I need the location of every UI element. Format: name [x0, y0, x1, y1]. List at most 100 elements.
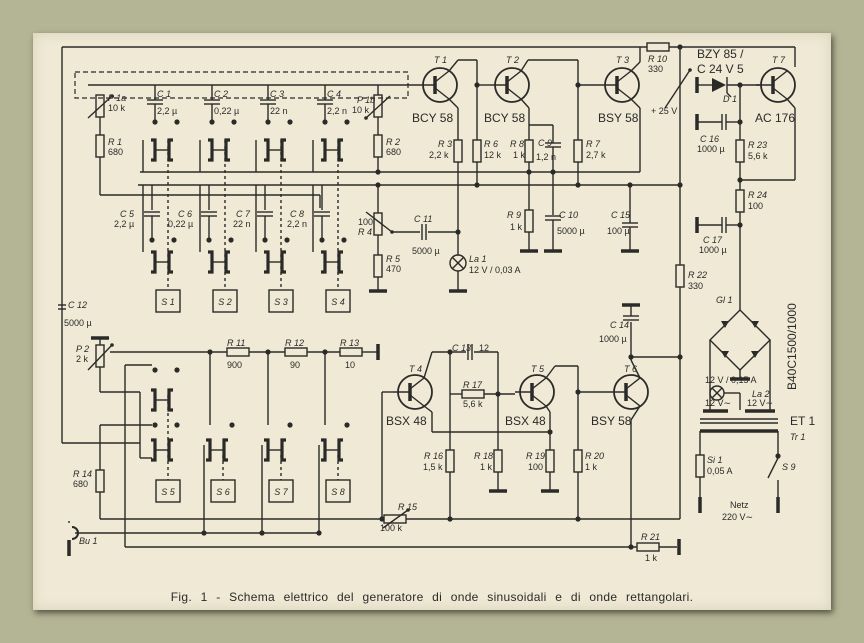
potentiometer-P2-wiper	[110, 343, 114, 347]
switch-contact	[206, 438, 212, 462]
D1-type-2: C 24 V 5	[697, 62, 744, 76]
C16-value: 1000 µ	[697, 144, 725, 154]
transistor-T4	[409, 394, 425, 407]
junction-dot	[677, 44, 683, 50]
T3-ref: T 3	[616, 55, 629, 65]
junction-dot	[495, 391, 501, 397]
R4-value: 100	[358, 217, 373, 227]
tap-left-label: 12 V∼	[705, 398, 731, 408]
R13-value: 10	[345, 360, 355, 370]
potentiometer-P2-wiper	[87, 344, 113, 371]
switch-S7-label: S 7	[274, 487, 289, 497]
resistor-R3	[453, 139, 463, 163]
junction-dot	[174, 119, 180, 125]
R22-value: 330	[688, 281, 703, 291]
R13-ref: R 13	[340, 338, 359, 348]
C9-value: 1,2 n	[536, 152, 556, 162]
junction-dot	[287, 119, 293, 125]
wire	[520, 98, 530, 109]
wire	[423, 405, 433, 413]
junction-dot	[575, 82, 581, 88]
junction-dot	[228, 237, 234, 243]
C15-value: 100 µ	[607, 226, 630, 236]
switch-S4	[325, 289, 351, 313]
junction-dot	[547, 429, 553, 435]
diode-icon	[721, 321, 729, 328]
junction-dot	[379, 516, 385, 522]
La1-rating: 12 V / 0,03 A	[469, 265, 521, 275]
mains-label: Netz	[730, 500, 749, 510]
ET1-ref: ET 1	[790, 414, 815, 428]
R21-value: 1 k	[645, 553, 658, 563]
resistor-R24	[735, 189, 745, 213]
bridge-rectifier-Gl1	[709, 309, 771, 371]
C15-ref: C 15	[611, 210, 631, 220]
C8-ref: C 8	[290, 209, 304, 219]
R15-value: 100 k	[380, 523, 403, 533]
switch-S2	[212, 289, 238, 313]
C10-value: 5000 µ	[557, 226, 585, 236]
mains-switch-S9	[767, 457, 779, 479]
R11-value: 900	[227, 360, 242, 370]
junction-dot	[149, 237, 155, 243]
fuse-Si1	[695, 454, 705, 478]
T2-ref: T 2	[506, 55, 519, 65]
switch-contact	[224, 250, 230, 274]
T4-type: BSX 48	[386, 414, 427, 428]
resistor-R6	[472, 139, 482, 163]
C16-ref: C 16	[700, 134, 719, 144]
C14-value: 1000 µ	[599, 334, 627, 344]
junction-dot	[677, 354, 683, 360]
transistor-T1	[434, 87, 450, 100]
lamp-La1	[451, 256, 465, 270]
P2-ref: P 2	[76, 344, 89, 354]
R8-ref: R 8	[510, 139, 524, 149]
R17-value: 5,6 k	[463, 399, 483, 409]
switch-contact	[151, 138, 157, 162]
switch-contact	[167, 438, 173, 462]
T7-ref: T 7	[772, 55, 786, 65]
R9-value: 1 k	[510, 222, 523, 232]
resistor-R16	[445, 449, 455, 473]
C13-ref: C 13	[452, 343, 471, 353]
R6-ref: R 6	[484, 139, 498, 149]
C17-ref: C 17	[703, 235, 723, 245]
T6-type: BSY 58	[591, 414, 632, 428]
transistor-T5	[531, 377, 547, 390]
resistor-R2	[373, 134, 383, 158]
resistor-R18	[493, 449, 503, 473]
C6-ref: C 6	[178, 209, 192, 219]
C13-value: 12	[479, 343, 489, 353]
R10-ref: R 10	[648, 54, 667, 64]
T5-ref: T 5	[531, 364, 545, 374]
C1-value: 2,2 µ	[157, 106, 177, 116]
switch-S8-label: S 8	[331, 487, 345, 497]
switch-contact	[264, 250, 270, 274]
S9-ref: S 9	[782, 462, 796, 472]
P1b-ref: P 1b	[357, 95, 375, 105]
T7-type: AC 176	[755, 111, 795, 125]
junction-dot	[229, 422, 235, 428]
R5-value: 470	[386, 264, 401, 274]
junction-dot	[737, 177, 743, 183]
resistor-R1	[95, 134, 105, 158]
T3-type: BSY 58	[598, 111, 639, 125]
junction-dot	[344, 119, 350, 125]
R7-value: 2,7 k	[586, 150, 606, 160]
C9-ref: C 9	[538, 138, 552, 148]
junction-dot	[575, 182, 581, 188]
R10-value: 330	[648, 64, 663, 74]
P1a-value: 10 k	[108, 103, 126, 113]
switch-contact	[337, 250, 343, 274]
junction-dot	[775, 453, 781, 459]
R6-value: 12 k	[484, 150, 502, 160]
junction-dot	[575, 516, 581, 522]
resistor-R7	[573, 139, 583, 163]
potentiometer-P1a-wiper	[87, 95, 113, 119]
potentiometer-P2	[95, 344, 105, 368]
switch-contact	[151, 388, 157, 412]
junction-dot	[171, 237, 177, 243]
resistor-R11	[226, 347, 250, 357]
C4-value: 2,2 n	[327, 106, 347, 116]
